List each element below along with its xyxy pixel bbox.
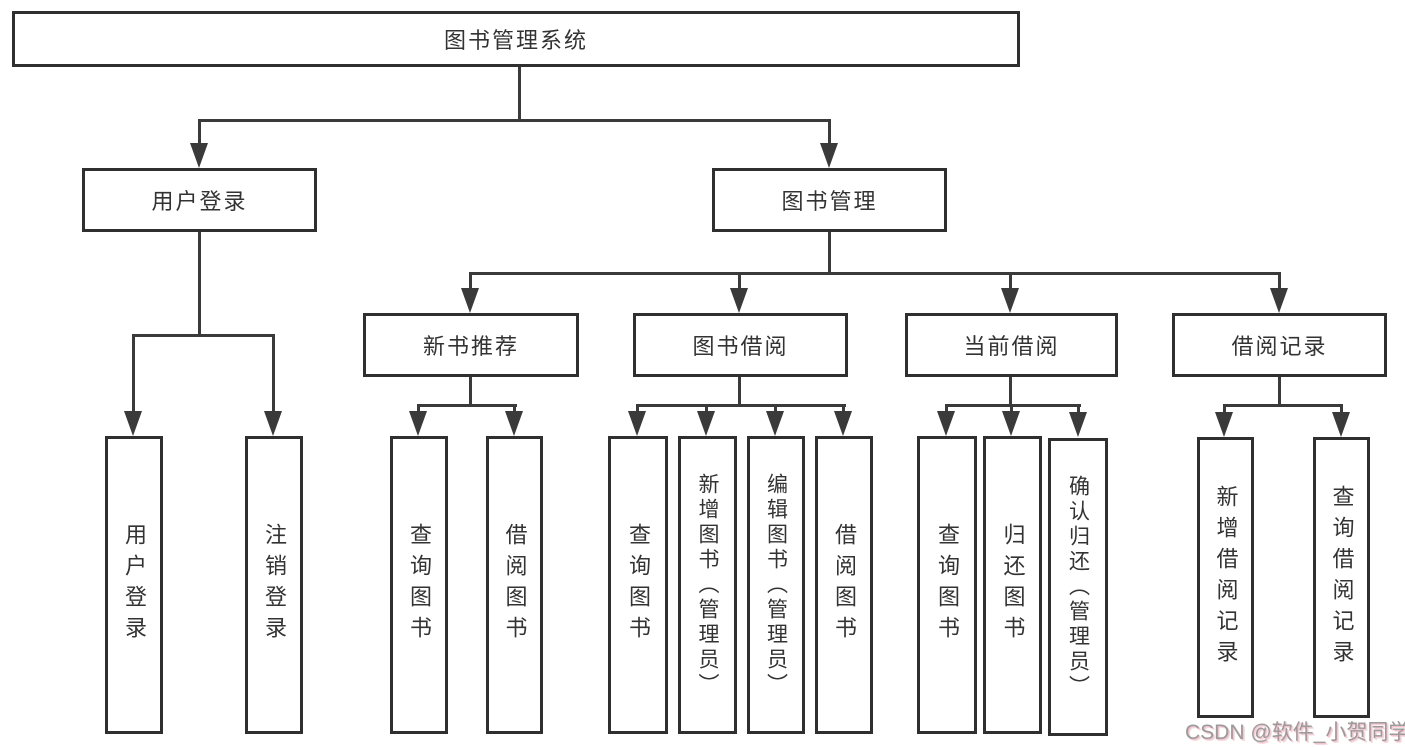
- arrow-down-icon: [1270, 288, 1288, 313]
- leaf-label: 查询图书: [407, 523, 432, 647]
- connector-line: [637, 404, 846, 407]
- leaf-label: 查询图书: [935, 523, 960, 647]
- leaf-label: 新增图书（管理员）: [696, 472, 719, 698]
- node-current-borrow: 当前借阅: [905, 313, 1118, 377]
- node-label: 用户登录: [151, 189, 248, 214]
- leaf-add-book-admin: 新增图书（管理员）: [678, 436, 737, 734]
- csdn-watermark: CSDN @软件_小贺同学: [1185, 721, 1405, 744]
- connector-line: [470, 272, 1281, 275]
- connector-line: [1223, 404, 1226, 418]
- connector-line: [518, 67, 521, 120]
- arrow-down-icon: [730, 288, 748, 313]
- connector-line: [469, 272, 472, 294]
- arrow-down-icon: [937, 411, 955, 436]
- leaf-label: 借阅图书: [832, 523, 857, 647]
- connector-line: [198, 119, 201, 149]
- connector-line: [946, 404, 1081, 407]
- leaf-label: 注销登录: [262, 523, 287, 647]
- node-borrow-records: 借阅记录: [1172, 313, 1387, 377]
- arrow-down-icon: [505, 411, 523, 436]
- arrow-down-icon: [461, 288, 479, 313]
- leaf-borrow-books: 借阅图书: [815, 436, 873, 734]
- node-label: 借阅记录: [1231, 334, 1328, 359]
- leaf-user-login: 用户登录: [105, 436, 163, 734]
- leaf-query-books: 查询图书: [608, 436, 668, 734]
- node-label: 当前借阅: [963, 334, 1060, 359]
- arrow-down-icon: [820, 143, 838, 168]
- connector-line: [1224, 404, 1343, 407]
- arrow-down-icon: [409, 411, 427, 436]
- leaf-label: 确认归还（管理员）: [1066, 474, 1090, 700]
- connector-line: [132, 334, 135, 414]
- connector-line: [828, 232, 831, 275]
- arrow-down-icon: [1332, 412, 1350, 437]
- leaf-logout: 注销登录: [245, 436, 303, 734]
- leaf-label: 编辑图书（管理员）: [764, 472, 788, 698]
- connector-line: [418, 404, 517, 407]
- arrow-down-icon: [697, 411, 715, 436]
- leaf-add-borrow-record: 新增借阅记录: [1197, 437, 1254, 718]
- connector-line: [738, 377, 741, 407]
- leaf-return-books: 归还图书: [983, 436, 1042, 734]
- node-label: 图书管理: [781, 189, 878, 214]
- leaf-query-books: 查询图书: [390, 436, 448, 734]
- leaf-label: 归还图书: [1000, 523, 1026, 647]
- leaf-label: 用户登录: [122, 523, 147, 647]
- node-label: 新书推荐: [422, 334, 519, 359]
- leaf-query-borrow-record: 查询借阅记录: [1313, 437, 1370, 718]
- arrow-down-icon: [1069, 412, 1087, 437]
- node-book-management: 图书管理: [712, 168, 947, 232]
- connector-line: [198, 119, 831, 122]
- leaf-edit-book-admin: 编辑图书（管理员）: [747, 436, 805, 734]
- node-label: 图书管理系统: [443, 28, 588, 53]
- connector-line: [1278, 272, 1281, 294]
- leaf-label: 查询借阅记录: [1329, 484, 1355, 671]
- node-book-borrow: 图书借阅: [633, 313, 848, 377]
- leaf-query-books: 查询图书: [917, 436, 977, 734]
- connector-line: [828, 119, 831, 149]
- leaf-label: 新增借阅记录: [1213, 484, 1239, 671]
- arrow-down-icon: [1215, 412, 1233, 437]
- connector-line: [1278, 377, 1281, 407]
- leaf-label: 借阅图书: [502, 523, 528, 647]
- node-label: 图书借阅: [692, 334, 789, 359]
- arrow-down-icon: [766, 411, 784, 436]
- arrow-down-icon: [1001, 288, 1019, 313]
- arrow-down-icon: [264, 411, 282, 436]
- connector-line: [1340, 404, 1343, 418]
- node-user-login: 用户登录: [82, 168, 317, 232]
- arrow-down-icon: [190, 143, 208, 168]
- connector-line: [1009, 272, 1012, 294]
- connector-line: [1077, 404, 1080, 418]
- node-library-management-system: 图书管理系统: [12, 11, 1020, 67]
- connector-line: [198, 232, 201, 337]
- connector-line: [272, 334, 275, 414]
- leaf-confirm-return-admin: 确认归还（管理员）: [1048, 438, 1108, 736]
- arrow-down-icon: [834, 411, 852, 436]
- connector-line: [469, 377, 472, 407]
- connector-line: [1009, 377, 1012, 407]
- connector-line: [133, 334, 275, 337]
- leaf-label: 查询图书: [626, 523, 651, 647]
- connector-line: [738, 272, 741, 294]
- arrow-down-icon: [124, 411, 142, 436]
- node-new-book-recommend: 新书推荐: [363, 313, 579, 377]
- arrow-down-icon: [1002, 411, 1020, 436]
- arrow-down-icon: [628, 411, 646, 436]
- leaf-borrow-books: 借阅图书: [486, 436, 543, 734]
